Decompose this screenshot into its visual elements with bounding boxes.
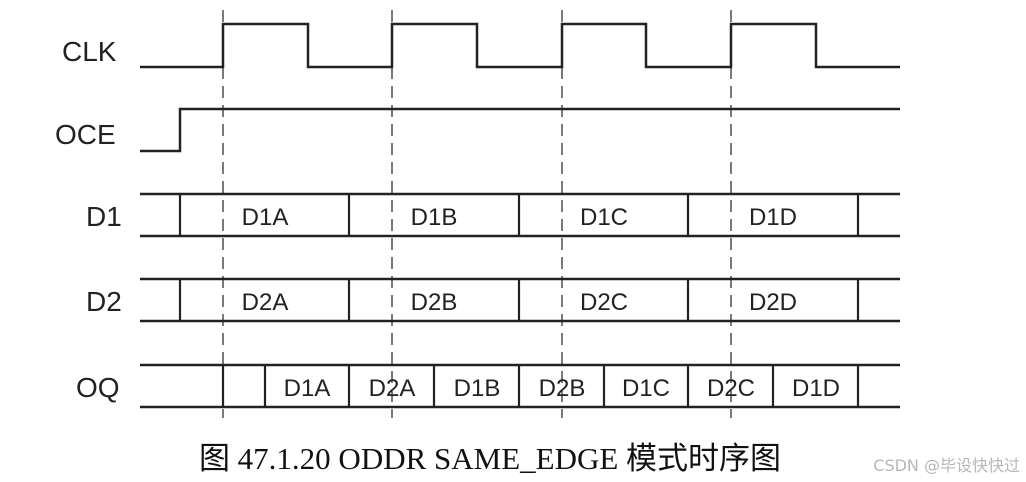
d1-label: D1 — [86, 201, 122, 232]
oce-waveform — [140, 107, 900, 153]
oq-bus: D1A D2A D1B D2B D1C D2C D1D — [140, 363, 900, 409]
d2-cell-label: D2C — [580, 289, 628, 316]
oce-label: OCE — [55, 119, 116, 150]
oq-cell-label: D2B — [539, 375, 586, 402]
watermark: CSDN @毕设快快过 — [873, 456, 1020, 475]
figure-caption: 图 47.1.20 ODDR SAME_EDGE 模式时序图 — [198, 441, 782, 476]
oq-cell-label: D2C — [707, 375, 755, 402]
oq-cell-label: D1B — [454, 375, 501, 402]
d2-cell-label: D2D — [749, 289, 797, 316]
d2-cell-label: D2A — [242, 289, 289, 316]
d1-bus: D1A D1B D1C D1D — [140, 192, 900, 238]
oq-cell-label: D1A — [284, 375, 331, 402]
clock-edge-guides — [222, 10, 732, 418]
d1-cell-label: D1C — [580, 204, 628, 231]
d2-cell-label: D2B — [411, 289, 458, 316]
clk-waveform — [140, 22, 900, 69]
d1-cell-label: D1B — [411, 204, 458, 231]
d1-cell-label: D1A — [242, 204, 289, 231]
d1-cell-label: D1D — [749, 204, 797, 231]
oq-cell-label: D2A — [369, 375, 416, 402]
oq-cell-label: D1C — [622, 375, 670, 402]
oq-cell-label: D1D — [792, 375, 840, 402]
clk-label: CLK — [62, 36, 117, 67]
d2-bus: D2A D2B D2C D2D — [140, 277, 900, 323]
timing-diagram: CLK OCE D1 D2 OQ D1A D1B D1C D1D D2A D2B… — [55, 10, 900, 418]
oq-label: OQ — [76, 372, 120, 403]
d2-label: D2 — [86, 286, 122, 317]
